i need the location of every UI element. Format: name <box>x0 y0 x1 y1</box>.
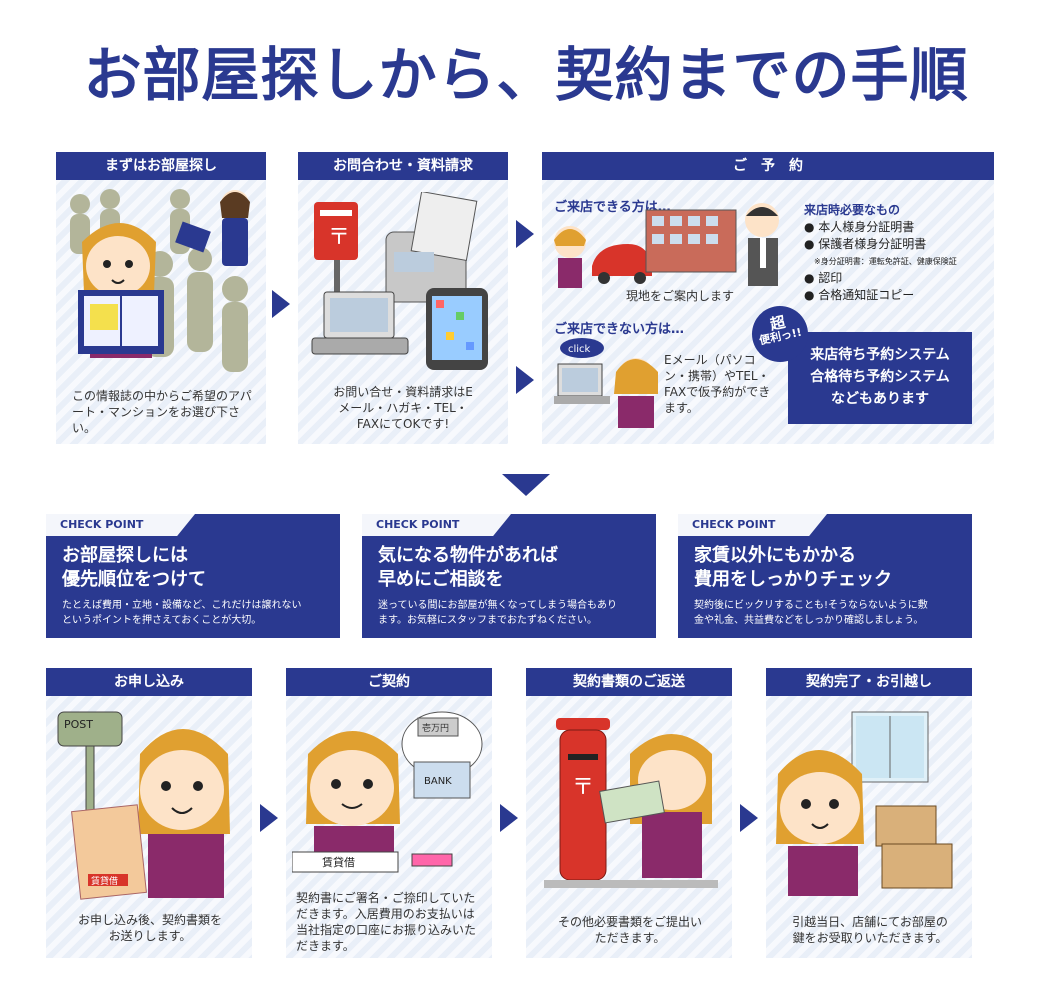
post-label: POST <box>64 718 93 731</box>
arrow-right-icon <box>516 220 534 248</box>
needs-item: ● 認印 <box>804 271 843 285</box>
visit-illustration <box>554 203 779 288</box>
cannot-visit-heading: ご来店できない方は… <box>554 322 685 337</box>
step-caption: お申し込み後、契約書類をお送りします。 <box>77 913 222 943</box>
check-point-body: 迷っている間にお部屋が無くなってしまう場合もあります。お気軽にスタッフまでおたず… <box>378 600 617 626</box>
click-label: click <box>568 344 591 355</box>
step-label: ご契約 <box>286 668 492 696</box>
step-label: お問合わせ・資料請求 <box>298 152 508 180</box>
step-panel-return: 契約書類のご返送 〒 その他必要書類をご提出いただきます。 <box>526 668 732 958</box>
cannot-visit-caption: Eメール（パソコン・携帯）やTEL・FAXで仮予約ができます。 <box>664 353 771 415</box>
step-panel-move: 契約完了・お引越し 引越当日、店舗にてお部屋の鍵をお受取りいただきます。 <box>766 668 972 958</box>
search-illustration <box>70 189 250 372</box>
step-panel-inquiry: お問合わせ・資料請求 〒 お問い合せ・資料請求はEメール・ハガキ・TEL・FAX… <box>298 152 508 444</box>
arrow-right-icon <box>500 804 518 832</box>
online-illustration: click <box>554 338 658 428</box>
arrow-right-icon <box>260 804 278 832</box>
step-caption: その他必要書類をご提出いただきます。 <box>557 915 702 945</box>
page-title: お部屋探しから、契約までの手順 <box>83 41 969 109</box>
step-label: 契約書類のご返送 <box>526 668 732 696</box>
check-point-tab: CHECK POINT <box>678 514 827 536</box>
inquiry-illustration: 〒 <box>311 192 488 370</box>
contract-illustration: 壱万円 BANK 賃貸借 <box>292 711 483 873</box>
step-caption: お問い合せ・資料請求はEメール・ハガキ・TEL・FAXにてOKです! <box>333 385 473 431</box>
doc-label: 賃貸借 <box>91 875 118 887</box>
needs-item: ● 保護者様身分証明書 <box>804 237 927 251</box>
step-caption: 契約書にご署名・ご捺印していただきます。入居費用のお支払いは当社指定の口座にお振… <box>296 891 477 953</box>
svg-text:〒: 〒 <box>328 225 350 250</box>
money-label: 壱万円 <box>422 722 449 734</box>
needs-title: 来店時必要なもの <box>804 203 901 217</box>
needs-item: ● 本人様身分証明書 <box>804 220 915 234</box>
check-point-body: たとえば費用・立地・設備など、これだけは譲れないというポイントを押さえておくこと… <box>62 600 302 626</box>
check-point-body: 契約後にビックリすることも!そうならないように敷金や礼金、共益費などをしっかり確… <box>694 600 928 626</box>
step-label: お申し込み <box>46 668 252 696</box>
step-panel-contract: ご契約 壱万円 BANK 賃貸借 契約書にご署名・ご捺印していただきます。入居費… <box>286 668 492 958</box>
application-illustration: POST 賃貸借 <box>57 711 230 900</box>
can-visit-heading: ご来店できる方は… <box>554 200 671 215</box>
check-point-3: CHECK POINT 家賃以外にもかかる費用をしっかりチェック 契約後にビック… <box>678 514 972 638</box>
needs-list: 来店時必要なもの ● 本人様身分証明書 ● 保護者様身分証明書 ※身分証明書：運… <box>804 202 957 304</box>
needs-item: ● 合格通知証コピー <box>804 288 915 302</box>
step-label: まずはお部屋探し <box>56 152 266 180</box>
step-caption: 引越当日、店舗にてお部屋の鍵をお受取りいただきます。 <box>792 915 948 945</box>
check-point-head: お部屋探しには優先順位をつけて <box>62 545 206 590</box>
bank-label: BANK <box>424 776 452 787</box>
svg-text:〒: 〒 <box>572 775 594 800</box>
step-label: ご 予 約 <box>542 152 994 180</box>
arrow-down-icon <box>502 474 550 496</box>
doc-label: 賃貸借 <box>322 855 355 869</box>
check-point-head: 気になる物件があれば早めにご相談を <box>378 545 558 590</box>
return-illustration: 〒 <box>544 718 718 888</box>
step-panel-search: まずはお部屋探し この情報誌の中からご希望のアパート・マンションをお選び下さい。 <box>56 152 266 444</box>
step-label: 契約完了・お引越し <box>766 668 972 696</box>
arrow-right-icon <box>516 366 534 394</box>
step-caption: この情報誌の中からご希望のアパート・マンションをお選び下さい。 <box>72 389 252 435</box>
reservation-system-box: 来店待ち予約システム 合格待ち予約システム などもあります <box>788 332 972 424</box>
check-point-tab: CHECK POINT <box>362 514 511 536</box>
step-panel-application: お申し込み POST 賃貸借 お申し込み後、契約書類をお送りします。 <box>46 668 252 958</box>
move-illustration <box>776 711 953 896</box>
check-point-1: CHECK POINT お部屋探しには優先順位をつけて たとえば費用・立地・設備… <box>46 514 340 638</box>
arrow-right-icon <box>740 804 758 832</box>
arrow-right-icon <box>272 290 290 318</box>
check-point-tab: CHECK POINT <box>46 514 195 536</box>
needs-note: ※身分証明書：運転免許証、健康保険証 <box>814 257 957 266</box>
check-point-2: CHECK POINT 気になる物件があれば早めにご相談を 迷っている間にお部屋… <box>362 514 656 638</box>
can-visit-caption: 現地をご案内します <box>626 289 735 303</box>
check-point-head: 家賃以外にもかかる費用をしっかりチェック <box>694 545 892 590</box>
